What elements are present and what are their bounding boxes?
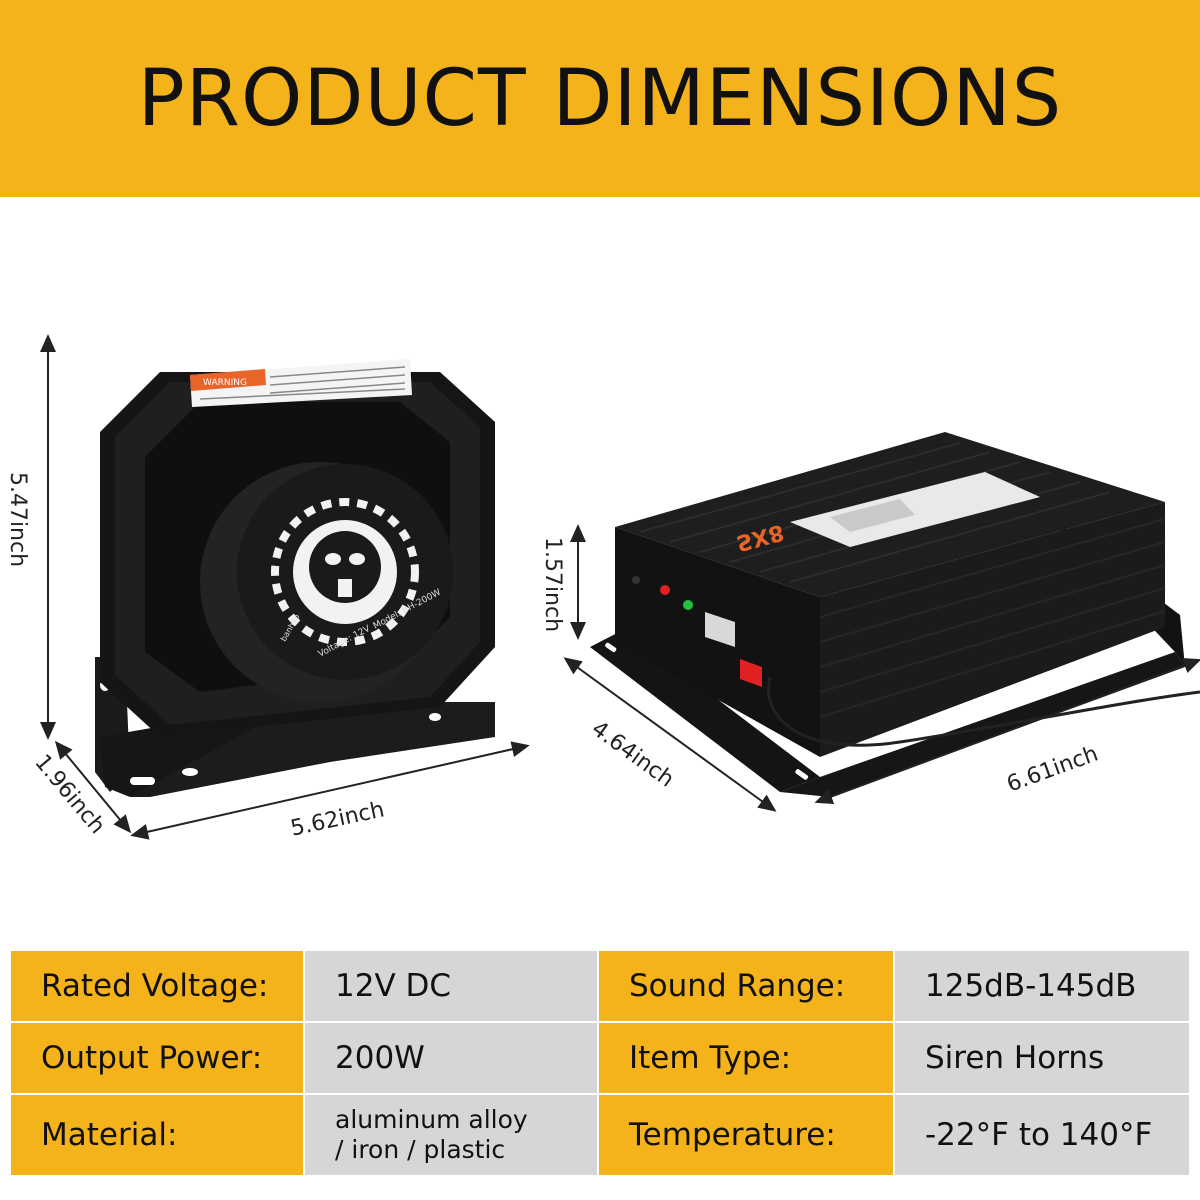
header-banner: PRODUCT DIMENSIONS (0, 0, 1200, 197)
warning-label-text: WARNING (203, 378, 247, 388)
spec-key-output-power: Output Power: (11, 1023, 305, 1095)
box-width-arrow (814, 657, 1200, 805)
siren-speaker: WARNING Voltage: 12V Model: BH-200W banh… (95, 359, 495, 797)
page-title: PRODUCT DIMENSIONS (137, 53, 1063, 144)
box-depth-arrow (563, 657, 777, 812)
speaker-depth-arrow (54, 740, 132, 834)
spec-value-material-line2: / iron / plastic (335, 1135, 506, 1164)
spec-value-rated-voltage: 12V DC (305, 951, 599, 1023)
spec-key-rated-voltage: Rated Voltage: (11, 951, 305, 1023)
spec-value-temperature: -22°F to 140°F (895, 1095, 1189, 1175)
box-height-label: 1.57inch (540, 536, 566, 633)
spec-key-item-type: Item Type: (599, 1023, 895, 1095)
spec-table: Rated Voltage: 12V DC Sound Range: 125dB… (11, 951, 1189, 1175)
spec-value-sound-range: 125dB-145dB (895, 951, 1189, 1023)
product-scene: WARNING Voltage: 12V Model: BH-200W banh… (0, 197, 1200, 937)
spec-value-material-line1: aluminum alloy (335, 1105, 528, 1134)
spec-value-output-power: 200W (305, 1023, 599, 1095)
product-illustration: WARNING Voltage: 12V Model: BH-200W banh… (40, 334, 1200, 840)
spec-key-material: Material: (11, 1095, 305, 1175)
spec-value-item-type: Siren Horns (895, 1023, 1189, 1095)
spec-key-sound-range: Sound Range: (599, 951, 895, 1023)
speaker-height-label: 5.47inch (5, 471, 31, 568)
spec-value-material: aluminum alloy / iron / plastic (305, 1095, 599, 1175)
speaker-width-arrow (130, 741, 530, 840)
spec-key-temperature: Temperature: (599, 1095, 895, 1175)
